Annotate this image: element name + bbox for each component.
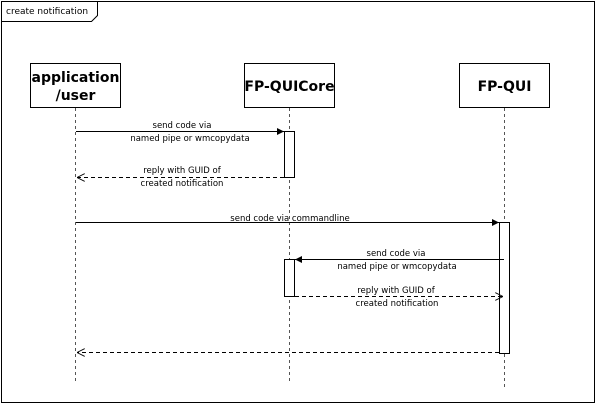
message-2-label-line1: reply with GUID of [143, 166, 222, 176]
message-4-label-line1: send code via [367, 249, 426, 259]
activation-core-2 [284, 259, 295, 297]
message-5-label-line1: reply with GUID of [357, 286, 436, 296]
activation-core-1 [284, 131, 295, 178]
participant-app-label-line2: /user [56, 88, 96, 104]
participant-app-label-line1: application [32, 70, 120, 86]
participant-qui: FP-QUI [459, 63, 550, 108]
frame-title-tab [1, 1, 98, 22]
message-3-label: send code via commandline [230, 214, 349, 224]
message-5-label-line2: created notification [356, 299, 439, 309]
activation-qui [499, 222, 510, 354]
message-4-label-line2: named pipe or wmcopydata [337, 262, 456, 272]
participant-qui-label: FP-QUI [478, 79, 532, 95]
frame-title: create notification [6, 7, 88, 17]
message-2-label-line2: created notification [141, 179, 224, 189]
participant-core-label: FP-QUICore [244, 79, 334, 95]
message-1-label-line1: send code via [153, 121, 212, 131]
message-1-label-line2: named pipe or wmcopydata [130, 134, 249, 144]
participant-core: FP-QUICore [244, 63, 335, 108]
participant-app: application /user [30, 63, 121, 108]
